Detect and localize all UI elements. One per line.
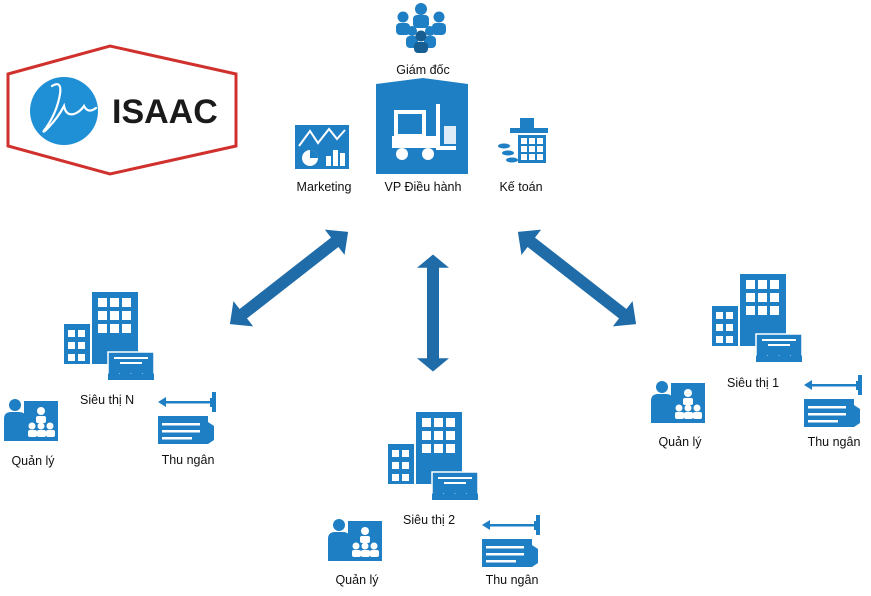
store-name-label: Siêu thị 2 xyxy=(403,513,455,527)
store-building-icon xyxy=(63,291,155,381)
accounting-calculator-icon xyxy=(498,118,548,163)
store-2: Siêu thị 2 Quản lý Thu ngân xyxy=(328,411,540,587)
manager-label: Quản lý xyxy=(11,454,55,468)
store-n: Siêu thị N Quản lý Thu ngân xyxy=(4,291,216,468)
director-icon xyxy=(396,3,446,53)
forklift-icon xyxy=(392,104,456,160)
marketing-label: Marketing xyxy=(297,180,352,194)
marketing-chart-icon xyxy=(295,125,349,169)
cashier-label: Thu ngân xyxy=(808,435,861,449)
cashier-label: Thu ngân xyxy=(162,453,215,467)
signature-icon xyxy=(42,83,98,133)
arrow-hq-store-2 xyxy=(417,254,449,372)
director-group: Giám đốc xyxy=(396,3,450,77)
manager-label: Quản lý xyxy=(335,573,379,587)
arrow-hq-store-1 xyxy=(508,219,646,337)
director-label: Giám đốc xyxy=(396,63,450,77)
store-building-icon xyxy=(387,411,479,501)
manager-icon xyxy=(4,399,58,441)
accounting-group: Kế toán xyxy=(498,118,548,194)
arrow-hq-store-n xyxy=(220,219,358,337)
accounting-label: Kế toán xyxy=(499,180,542,194)
manager-icon xyxy=(651,381,705,423)
store-name-label: Siêu thị N xyxy=(80,393,134,407)
cashier-icon xyxy=(158,392,216,444)
office-label: VP Điều hành xyxy=(385,180,462,194)
isaac-logo: ISAAC xyxy=(6,44,238,176)
cashier-icon xyxy=(482,515,540,567)
cashier-label: Thu ngân xyxy=(486,573,539,587)
store-building-icon xyxy=(711,273,803,363)
manager-icon xyxy=(328,519,382,561)
logo-brand: ISAAC xyxy=(112,93,218,131)
store-name-label: Siêu thị 1 xyxy=(727,376,779,390)
manager-label: Quản lý xyxy=(658,435,702,449)
marketing-group: Marketing xyxy=(295,125,351,194)
executive-office: VP Điều hành xyxy=(376,78,468,194)
cashier-icon xyxy=(804,375,862,427)
store-1: Siêu thị 1 Quản lý Thu ngân xyxy=(651,273,862,449)
